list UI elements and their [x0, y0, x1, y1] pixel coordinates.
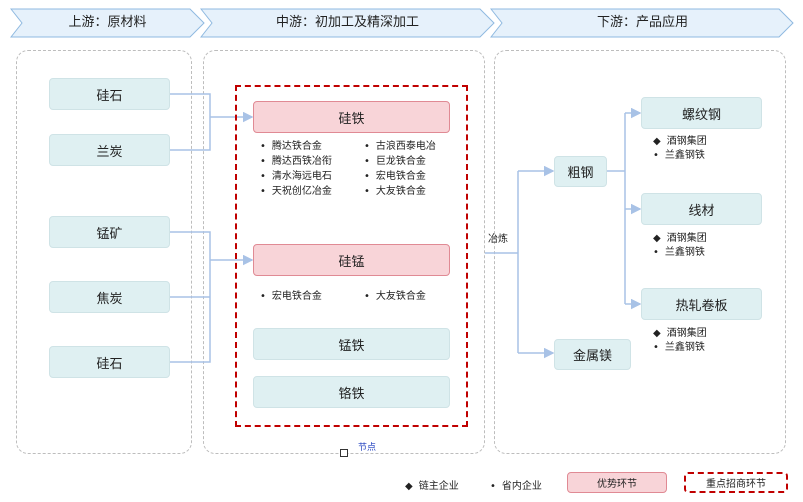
chevron-shape	[10, 8, 205, 38]
mid-silicon-iron: 硅铁	[253, 101, 450, 133]
list-item: •兰鑫钢铁	[653, 342, 705, 353]
bullet-icon: •	[490, 481, 496, 492]
upstream-item-silica-2: 硅石	[49, 346, 170, 378]
list-item: •腾达西铁冶衔	[260, 156, 332, 167]
list-item: •巨龙铁合金	[364, 156, 426, 167]
list-item: •宏电铁合金	[364, 171, 426, 182]
down-metal-magnesium: 金属镁	[554, 339, 631, 370]
company-list-rebar: ◆酒钢集团 •兰鑫钢铁	[653, 135, 707, 163]
list-item: •兰鑫钢铁	[653, 247, 705, 258]
chevron-shape	[200, 8, 495, 38]
list-item: ◆酒钢集团	[653, 136, 707, 147]
company-list-silicon-manganese-right: •大友铁合金	[364, 289, 426, 304]
down-wire-rod: 线材	[641, 193, 762, 225]
legend-chain-leader: ◆链主企业	[405, 481, 459, 492]
node-label: 节点	[358, 443, 377, 453]
list-item: •大友铁合金	[364, 186, 426, 197]
list-item: •清水海远电石	[260, 171, 332, 182]
key-investment-frame	[235, 85, 468, 427]
node-handle[interactable]	[340, 449, 348, 457]
company-list-silicon-manganese-left: •宏电铁合金	[260, 289, 322, 304]
list-item: •大友铁合金	[364, 291, 426, 302]
diamond-icon: ◆	[405, 481, 413, 492]
stage-downstream: 下游：产品应用	[490, 8, 795, 38]
down-rebar: 螺纹钢	[641, 97, 762, 129]
downstream-panel	[494, 50, 786, 454]
list-item: •腾达铁合金	[260, 141, 322, 152]
upstream-item-silica-1: 硅石	[49, 78, 170, 110]
legend-key-investment: 重点招商环节	[684, 472, 788, 493]
list-item: •宏电铁合金	[260, 291, 322, 302]
down-hot-rolled-coil: 热轧卷板	[641, 288, 762, 320]
company-list-hot-rolled-coil: ◆酒钢集团 •兰鑫钢铁	[653, 327, 707, 355]
list-item: •古浪西泰电冶	[364, 141, 436, 152]
mid-manganese-iron: 锰铁	[253, 328, 450, 360]
mid-silicon-manganese: 硅锰	[253, 244, 450, 276]
upstream-item-manganese-ore: 锰矿	[49, 216, 170, 248]
upstream-panel	[16, 50, 192, 454]
stage-upstream: 上游：原材料	[10, 8, 205, 38]
stage-midstream-label: 中游：初加工及精深加工	[275, 15, 419, 30]
legend-advantage: 优势环节	[567, 472, 667, 493]
upstream-item-semi-coke: 兰炭	[49, 134, 170, 166]
list-item: •兰鑫钢铁	[653, 150, 705, 161]
upstream-item-coke: 焦炭	[49, 281, 170, 313]
down-crude-steel: 粗钢	[554, 156, 607, 187]
stage-upstream-label: 上游：原材料	[68, 15, 147, 30]
list-item: ◆酒钢集团	[653, 233, 707, 244]
legend-provincial: •省内企业	[490, 481, 542, 492]
stage-downstream-label: 下游：产品应用	[596, 15, 688, 30]
mid-chrome-iron: 铬铁	[253, 376, 450, 408]
process-label: 冶炼	[488, 234, 508, 245]
stage-midstream: 中游：初加工及精深加工	[200, 8, 495, 38]
chevron-shape	[490, 8, 794, 38]
company-list-wire-rod: ◆酒钢集团 •兰鑫钢铁	[653, 232, 707, 260]
list-item: ◆酒钢集团	[653, 328, 707, 339]
company-list-silicon-iron-right: •古浪西泰电冶 •巨龙铁合金 •宏电铁合金 •大友铁合金	[364, 139, 436, 199]
list-item: •天祝创亿冶金	[260, 186, 332, 197]
company-list-silicon-iron-left: •腾达铁合金 •腾达西铁冶衔 •清水海远电石 •天祝创亿冶金	[260, 139, 332, 199]
